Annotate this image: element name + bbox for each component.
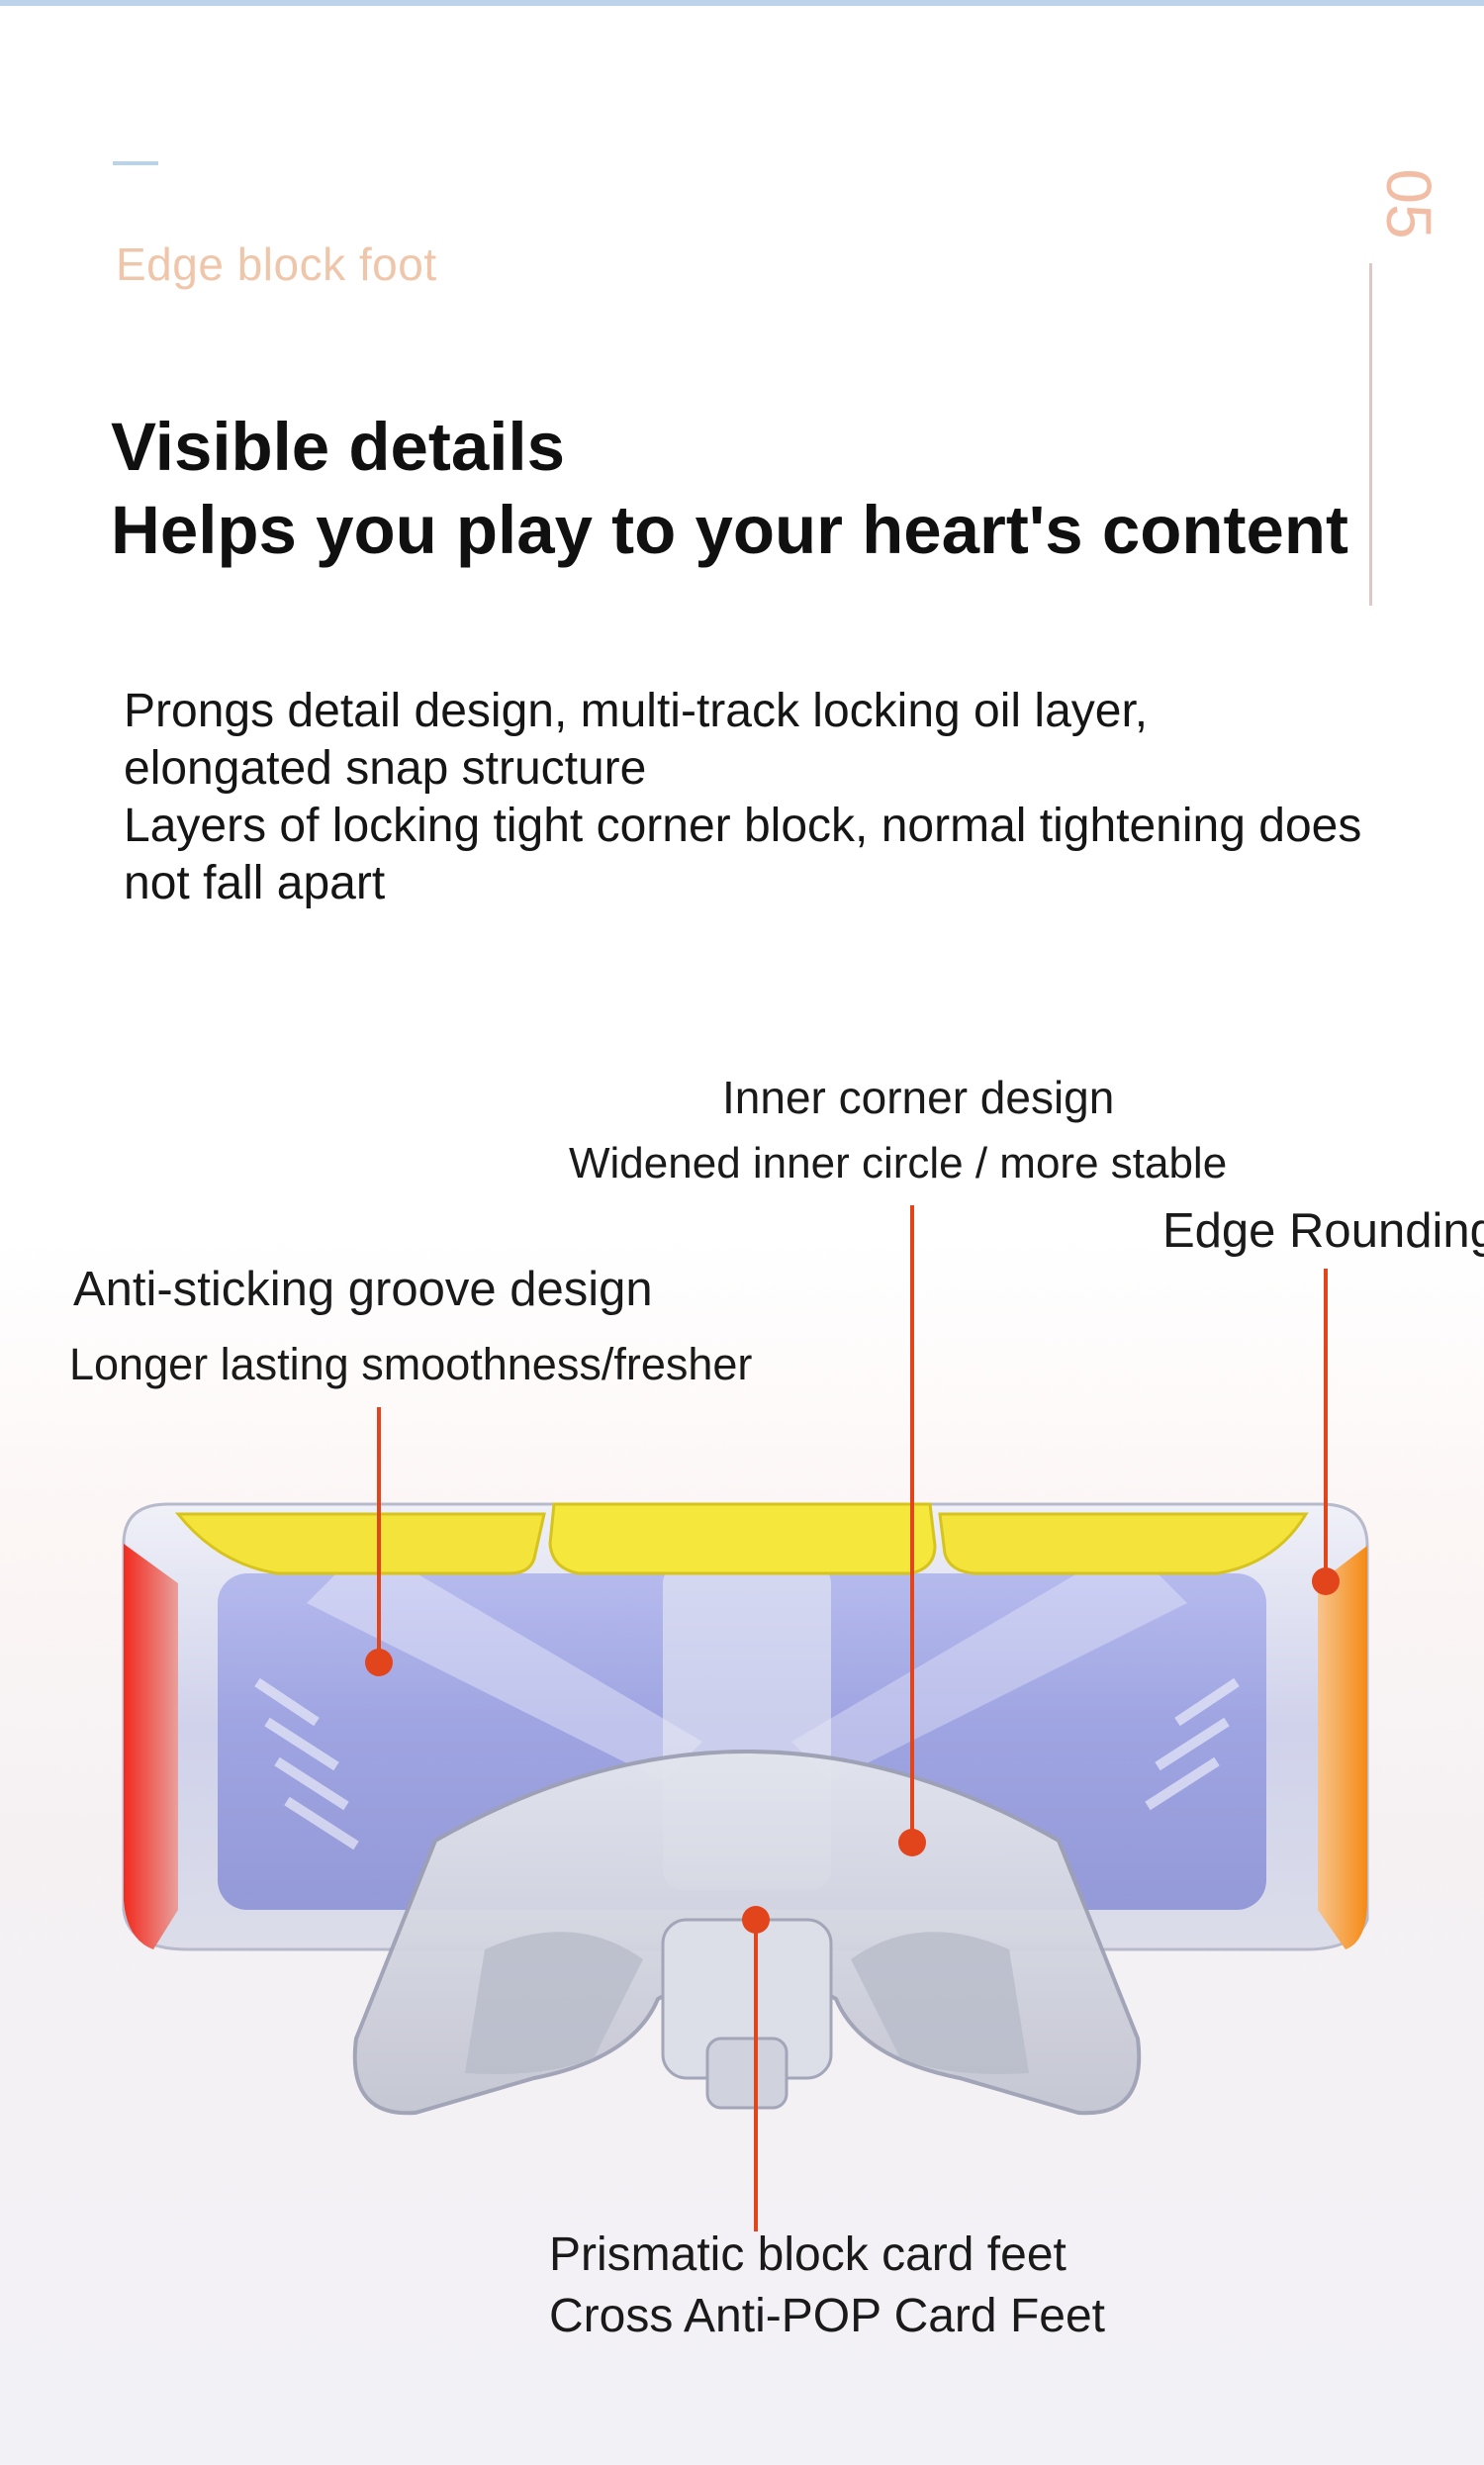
orange-side-sticker <box>1318 1546 1367 1949</box>
top-accent-strip <box>0 0 1484 6</box>
body-line-3: Layers of locking tight corner block, no… <box>124 800 1362 852</box>
accent-dash <box>113 161 158 165</box>
body-line-4: not fall apart <box>124 857 386 909</box>
callout-groove-subtitle: Longer lasting smoothness/fresher <box>69 1339 753 1389</box>
callout-inner-corner-subtitle: Widened inner circle / more stable <box>569 1139 1228 1187</box>
vertical-rule <box>1369 263 1372 606</box>
headline-line-1: Visible details <box>111 409 565 485</box>
callout-edge-rounding: Edge Rounding <box>1162 1204 1484 1258</box>
headline: Visible details Helps you play to your h… <box>111 406 1348 572</box>
section-number: 05 <box>1373 168 1444 239</box>
body-line-2: elongated snap structure <box>124 742 647 795</box>
body-line-1: Prongs detail design, multi-track lockin… <box>124 685 1149 737</box>
red-side-sticker <box>124 1544 178 1949</box>
headline-line-2: Helps you play to your heart's content <box>111 492 1348 568</box>
section-label: Edge block foot <box>116 238 437 290</box>
body-copy: Prongs detail design, multi-track lockin… <box>124 683 1361 912</box>
callout-feet-line-1: Prismatic block card feet <box>549 2228 1067 2281</box>
cube-piece-illustration <box>122 1502 1369 2116</box>
yellow-stickers <box>174 1502 1309 1575</box>
callout-inner-corner-title: Inner corner design <box>722 1072 1115 1123</box>
callout-groove-title: Anti-sticking groove design <box>73 1263 653 1316</box>
callout-feet-line-2: Cross Anti-POP Card Feet <box>549 2290 1105 2342</box>
